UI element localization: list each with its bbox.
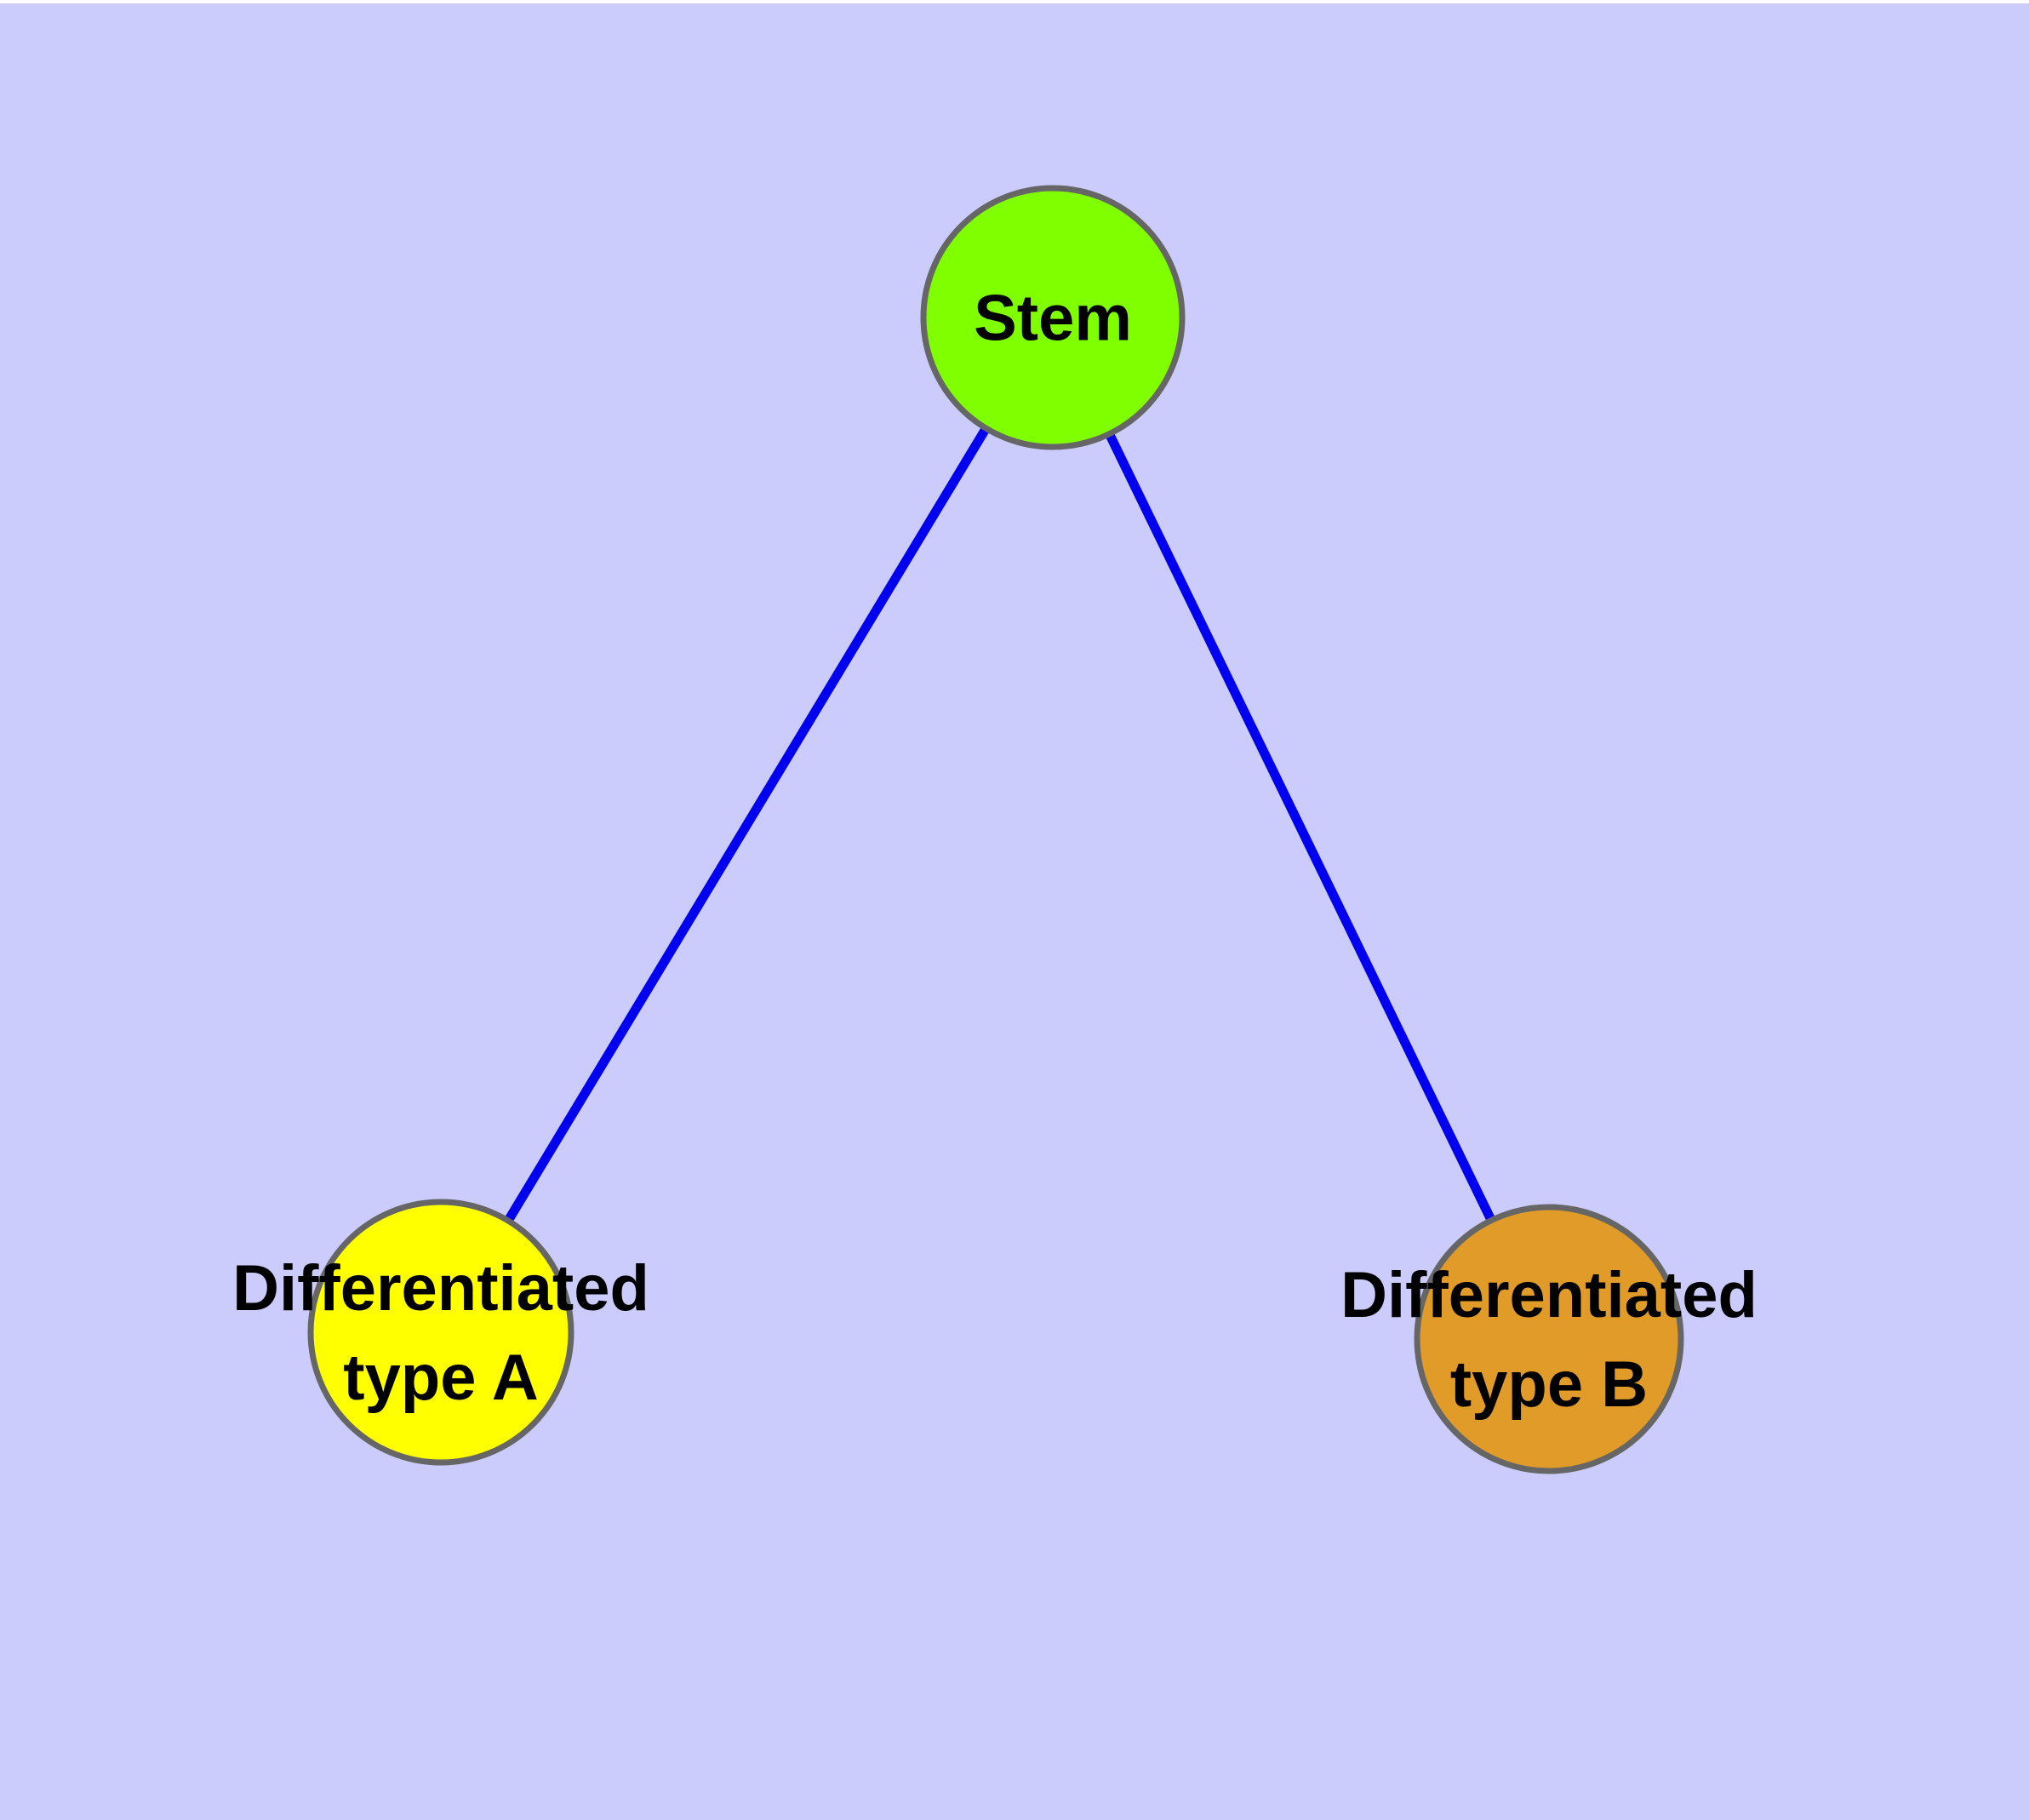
edge-stem-diff-a[interactable] (437, 315, 1057, 1335)
node-label-stem: Stem (974, 283, 1132, 355)
node-label-line: Stem (974, 283, 1132, 355)
node-label-line: type B (1450, 1348, 1648, 1421)
node-label-diff_a: Differentiated type A (232, 1252, 649, 1414)
edge-stem-diff-b[interactable] (1049, 315, 1553, 1342)
node-label-diff_b: Differentiated type B (1340, 1259, 1758, 1421)
node-diff_b[interactable] (1414, 1204, 1684, 1474)
node-diff_a[interactable] (307, 1199, 574, 1466)
node-label-line: Differentiated (1340, 1259, 1758, 1331)
nodes-layer (307, 185, 1684, 1474)
edges-layer (437, 315, 1553, 1342)
node-label-line: type A (343, 1342, 538, 1414)
node-label-line: Differentiated (232, 1252, 649, 1325)
node-stem[interactable] (920, 185, 1186, 450)
